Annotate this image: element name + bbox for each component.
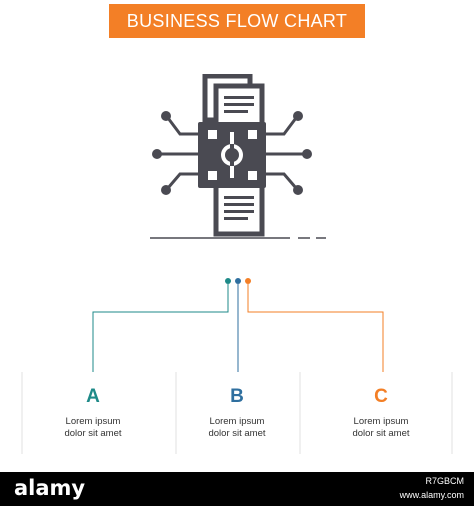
image-id: R7GBCM — [425, 476, 464, 486]
step-caption-c-line2: dolor sit amet — [352, 428, 410, 439]
step-card-a: A Lorem ipsum dolor sit amet — [22, 372, 164, 454]
connector-a — [92, 284, 229, 372]
step-caption-a: Lorem ipsum dolor sit amet — [22, 416, 164, 440]
data-analysis-processing-icon — [150, 74, 326, 239]
connector-dot-b — [235, 278, 241, 284]
step-caption-a-line1: Lorem ipsum — [65, 416, 121, 427]
step-letter-c: C — [374, 386, 388, 407]
connector-dot-a — [225, 278, 231, 284]
step-caption-b-line1: Lorem ipsum — [209, 416, 265, 427]
step-caption-b-line2: dolor sit amet — [208, 428, 266, 439]
connector-dot-c — [245, 278, 251, 284]
stock-footer-bar: alamy R7GBCM www.alamy.com — [0, 472, 474, 506]
site-url: www.alamy.com — [399, 490, 464, 500]
step-letter-a: A — [86, 386, 100, 407]
chart-title: BUSINESS FLOW CHART — [126, 10, 348, 31]
step-caption-c-line1: Lorem ipsum — [353, 416, 409, 427]
step-card-b: B Lorem ipsum dolor sit amet — [166, 372, 308, 454]
step-caption-a-line2: dolor sit amet — [64, 428, 122, 439]
connector-c — [247, 284, 384, 372]
alamy-logo: alamy — [14, 476, 86, 500]
step-card-c: C Lorem ipsum dolor sit amet — [310, 372, 452, 454]
step-caption-b: Lorem ipsum dolor sit amet — [166, 416, 308, 440]
chart-title-banner: BUSINESS FLOW CHART — [109, 4, 365, 38]
step-caption-c: Lorem ipsum dolor sit amet — [310, 416, 452, 440]
step-letter-b: B — [230, 386, 244, 407]
